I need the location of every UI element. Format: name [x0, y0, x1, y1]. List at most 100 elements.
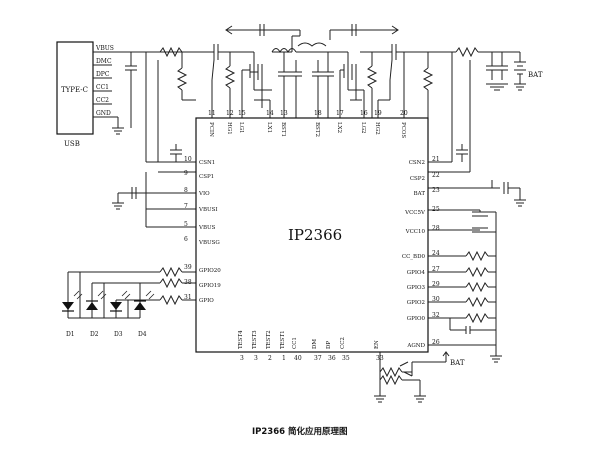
bottom-circuits — [374, 351, 450, 403]
typec-pin-gnd: GND — [96, 110, 111, 117]
pin-label-pcos: PCOS — [400, 122, 406, 138]
pin-label-gpio19: GPIO19 — [199, 283, 221, 289]
pin-number-38: 38 — [184, 279, 192, 286]
pin-number-39: 39 — [184, 264, 192, 271]
typec-pin-dpc: DPC — [96, 71, 110, 78]
typec-pin-cc1: CC1 — [96, 84, 109, 91]
pin-label-vbus: VBUS — [198, 225, 216, 231]
pin-label-lg1: LG1 — [238, 122, 244, 134]
pin-label-bat: BAT — [414, 191, 426, 197]
pin-number-13: 13 — [280, 110, 288, 117]
pin-label-vbusi: VBUSI — [198, 207, 218, 213]
pin-number-23: 23 — [432, 187, 440, 194]
led-d3-label: D3 — [114, 331, 123, 338]
pin-label-vbusg: VBUSG — [198, 240, 220, 246]
pin-number-8: 8 — [184, 187, 188, 194]
pin-label-dm: DM — [312, 339, 318, 349]
pin-label-gpio2: GPIO2 — [407, 300, 425, 306]
pin-label-dp: DP — [326, 341, 332, 349]
pin-label-gpio: GPIO — [199, 298, 214, 304]
pin-number-32: 32 — [432, 312, 440, 319]
pin-number-35: 35 — [342, 355, 350, 362]
led-d3-icon — [110, 302, 122, 312]
led-d2-icon — [86, 300, 98, 310]
pin-number-28: 28 — [432, 225, 440, 232]
pin-label-test4: TEST4 — [238, 330, 244, 349]
pin-label-en: EN — [374, 340, 380, 349]
pin-label-hg1: HG1 — [226, 122, 232, 135]
typec-pin-labels: VBUS DMC DPC CC1 CC2 GND — [95, 45, 114, 117]
pin-number-2: 2 — [268, 355, 272, 362]
pin-label-pcin: PCIN — [208, 122, 214, 137]
usb-connector: TYPE-C USB VBUS DMC DPC CC1 CC2 GND — [56, 41, 160, 148]
pin-label-agnd: AGND — [406, 343, 425, 349]
led-d2-label: D2 — [90, 331, 99, 338]
pin-number-3: 3 — [254, 355, 258, 362]
pin-number-11: 11 — [208, 110, 216, 117]
pin-number-40: 40 — [294, 355, 302, 362]
pin-number-14: 14 — [266, 110, 274, 117]
chip-right-pins: 21CSN222CSP223BAT25VCC5V28VCC1024CC_BD02… — [402, 156, 440, 349]
pin-number-36: 36 — [328, 355, 336, 362]
pin-label-csp1: CSP1 — [199, 174, 214, 180]
pin-number-6: 6 — [184, 236, 188, 243]
pin-number-33: 33 — [376, 355, 384, 362]
pin-number-31: 31 — [184, 294, 192, 301]
typec-name: TYPE-C — [61, 86, 88, 94]
pin-number-12: 12 — [226, 110, 234, 117]
pin-label-gpio0: GPIO0 — [407, 316, 426, 322]
pin-number-30: 30 — [432, 296, 440, 303]
battery-top-label: BAT — [528, 71, 543, 79]
diagram-caption: IP2366 简化应用原理图 — [252, 426, 348, 437]
pin-number-22: 22 — [432, 172, 440, 179]
pin-number-24: 24 — [432, 250, 440, 257]
pin-number-37: 37 — [314, 355, 322, 362]
typec-pin-dmc: DMC — [96, 58, 112, 65]
pin-label-test1: TEST1 — [280, 330, 286, 349]
pin-label-cc2: CC2 — [340, 337, 346, 349]
pin-label-lg2: LG2 — [360, 122, 366, 134]
typec-pin-vbus: VBUS — [95, 45, 114, 52]
pin-label-vcc10: VCC10 — [405, 229, 426, 235]
pin-label-hg2: HG2 — [374, 122, 380, 135]
chip-top-pins: 11PCIN12HG115LG114LX113BST118BST217LX216… — [208, 110, 408, 138]
battery-bottom-label: BAT — [450, 359, 465, 367]
pin-label-vio: VIO — [198, 191, 210, 197]
pin-label-gpio3: GPIO3 — [407, 285, 426, 291]
pin-number-15: 15 — [238, 110, 246, 117]
input-power-path — [125, 24, 526, 173]
pin-number-27: 27 — [432, 266, 440, 273]
pin-number-25: 25 — [432, 206, 440, 213]
led-d1-label: D1 — [66, 331, 75, 338]
pin-label-lx2: LX2 — [336, 122, 342, 133]
usb-footer-label: USB — [64, 140, 80, 148]
pin-number-3: 3 — [240, 355, 244, 362]
pin-label-test3: TEST3 — [252, 330, 258, 349]
pin-number-1: 1 — [282, 355, 286, 362]
pin-number-10: 10 — [184, 156, 192, 163]
pin-number-21: 21 — [432, 156, 440, 163]
pin-label-csn2: CSN2 — [409, 160, 425, 166]
pin-number-7: 7 — [184, 203, 188, 210]
pin-label-csn1: CSN1 — [199, 160, 215, 166]
pin-number-29: 29 — [432, 281, 440, 288]
chip-name: IP2366 — [288, 226, 342, 244]
typec-pin-cc2: CC2 — [96, 97, 109, 104]
pin-label-gpio20: GPIO20 — [199, 268, 221, 274]
pin-number-16: 16 — [360, 110, 368, 117]
led-diodes: D1 D2 D3 D4 — [62, 290, 155, 338]
pin-label-test2: TEST2 — [266, 330, 272, 349]
pin-label-csp2: CSP2 — [410, 176, 425, 182]
pin-number-5: 5 — [184, 221, 188, 228]
led-d4-label: D4 — [138, 331, 147, 338]
typec-box — [56, 41, 94, 135]
pin-number-18: 18 — [314, 110, 322, 117]
pin-number-17: 17 — [336, 110, 344, 117]
pin-label-bst2: BST2 — [314, 122, 320, 137]
pin-label-cc-bd0: CC_BD0 — [402, 254, 426, 260]
chip-bottom-pins: 3TEST43TEST32TEST21TEST140CC137DM36DP35C… — [238, 330, 384, 362]
pin-label-bst1: BST1 — [280, 122, 286, 137]
led-d4-icon — [134, 300, 146, 310]
